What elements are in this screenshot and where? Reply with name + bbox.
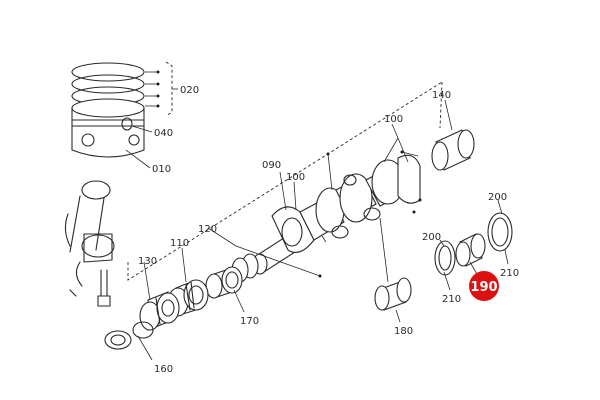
gear-130 [139,291,180,331]
callout-040: 040 [154,128,173,139]
piston [71,98,151,169]
callout-180: 180 [394,326,413,337]
crankshaft [252,154,421,275]
bearing-140 [431,129,475,171]
rod-bolt [97,269,111,307]
thrust-washer-right [487,212,513,252]
seal-160 [104,321,154,350]
highlight-badge-label: 190 [470,280,497,295]
connecting-rod [64,180,115,297]
callout-100-left: 100 [286,172,305,183]
callout-010: 010 [152,164,171,175]
callout-020: 020 [180,85,199,96]
callout-140: 140 [432,90,451,101]
bearing-180 [374,277,412,311]
highlight-badge-190[interactable]: 190 [469,271,499,301]
callout-130: 130 [138,256,157,267]
callout-090: 090 [262,160,281,171]
bearing-190 [455,233,486,267]
highlight-badge-circle[interactable] [469,271,499,301]
callout-210-right: 210 [500,268,519,279]
callout-210-left: 210 [442,294,461,305]
callout-200-right: 200 [488,192,507,203]
callout-160: 160 [154,364,173,375]
ring-bracket [145,61,178,117]
callout-100-right: 100 [384,114,403,125]
gear-170 [205,266,243,299]
piston-pin-clip [121,117,153,133]
callout-170: 170 [240,316,259,327]
callout-110: 110 [170,238,189,249]
callout-labels: 020 040 010 090 100 100 140 120 110 130 … [138,85,519,375]
callout-120: 120 [198,224,217,235]
assembly-axis-lines [127,81,443,281]
thrust-washer-left [434,240,456,276]
leader-lines [137,99,509,361]
callout-200-left: 200 [422,232,441,243]
